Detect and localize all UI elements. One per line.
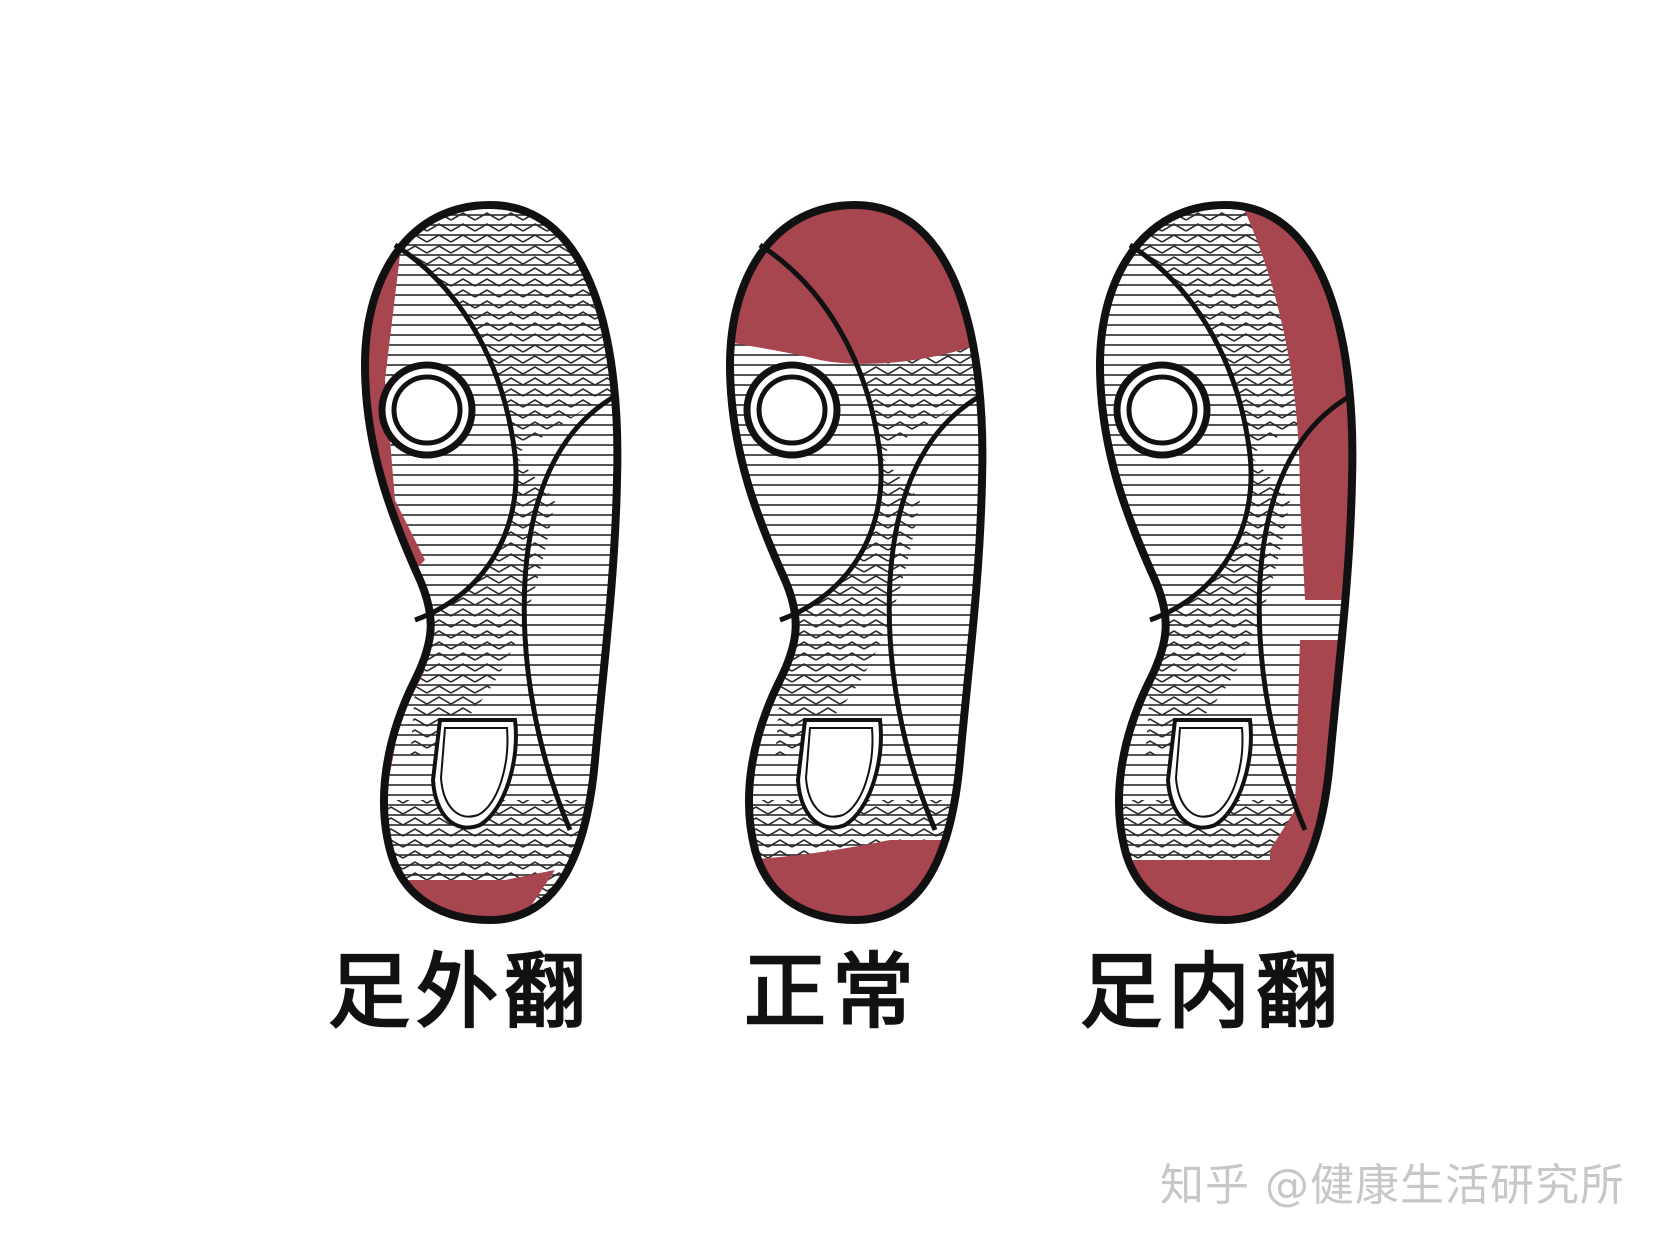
shoe-sole-eversion-icon <box>355 200 655 930</box>
heel-pad <box>430 718 518 830</box>
heel-pad <box>795 718 883 830</box>
label-eversion: 足外翻 <box>328 945 592 1040</box>
label-normal: 正常 <box>744 945 920 1040</box>
heel-pad <box>1165 718 1253 830</box>
watermark: 知乎 @健康生活研究所 <box>1160 1160 1625 1211</box>
shoe-sole-inversion-icon <box>1090 200 1370 930</box>
label-inversion: 足内翻 <box>1080 945 1344 1040</box>
shoe-sole-normal-icon <box>720 200 1000 930</box>
